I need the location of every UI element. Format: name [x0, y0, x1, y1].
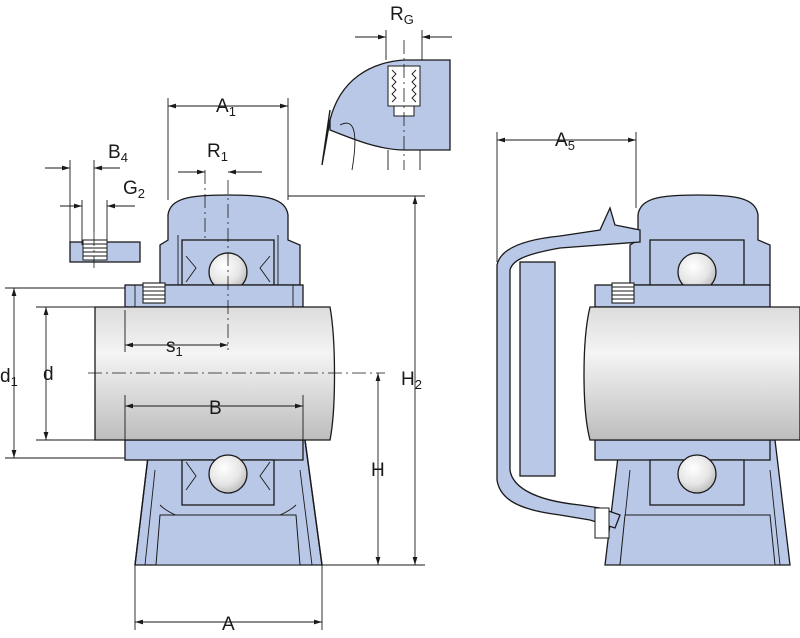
label-s1: s1	[166, 336, 183, 359]
label-h: H	[371, 460, 385, 481]
label-a5: A5	[555, 130, 575, 153]
centerlines	[88, 40, 405, 374]
right-shaft	[583, 306, 800, 441]
label-g2: G2	[123, 178, 145, 201]
left-bearing-bottom	[124, 439, 304, 506]
right-housing-cap	[594, 194, 771, 308]
left-shaft	[94, 306, 336, 441]
right-bearing-bottom	[594, 439, 771, 506]
label-b: B	[209, 398, 222, 419]
label-d1: d1	[0, 366, 18, 389]
label-r1: R1	[207, 141, 228, 164]
label-a1: A1	[216, 96, 236, 119]
small-insert-detail	[69, 239, 141, 263]
dimension-lines	[5, 30, 637, 630]
label-h2: H2	[401, 369, 422, 392]
label-b4: B4	[108, 142, 128, 165]
end-cover	[496, 206, 641, 539]
label-rg: RG	[390, 4, 414, 27]
dimension-labels: RG A1 R1 B4 G2 A5 s1 d1 d B H2 H A	[0, 4, 575, 635]
grease-nipple-detail	[321, 59, 451, 171]
label-a: A	[222, 614, 235, 635]
set-screw-left	[142, 282, 166, 304]
label-d: d	[43, 364, 54, 385]
